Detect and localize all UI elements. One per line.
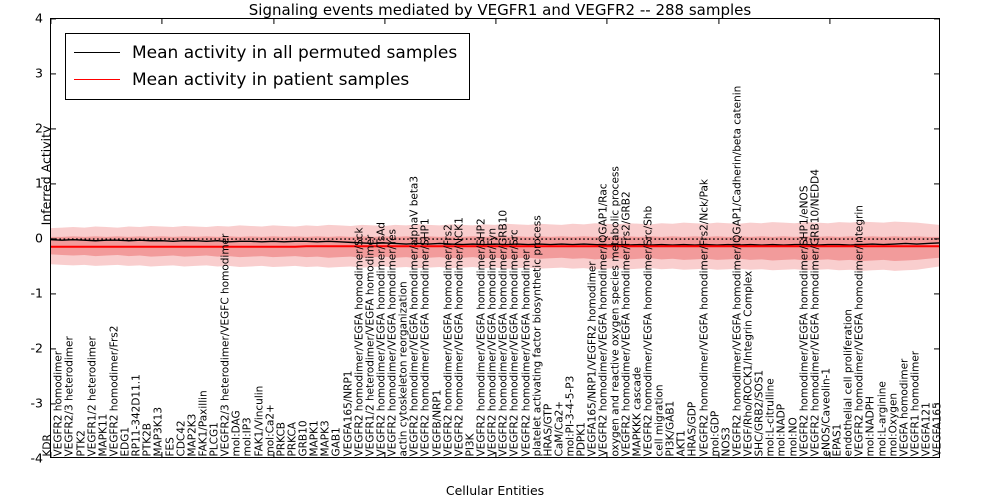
y-axis-tick-mark xyxy=(51,183,56,185)
x-axis-tick-mark xyxy=(606,19,608,24)
y-axis-tick-label: -1 xyxy=(30,285,43,301)
legend-line-black xyxy=(74,52,120,53)
y-axis-tick-label: 3 xyxy=(35,65,43,81)
legend-label-permuted: Mean activity in all permuted samples xyxy=(132,42,458,63)
y-axis-tick-mark xyxy=(934,348,939,350)
x-axis-tick-mark xyxy=(272,19,275,24)
legend-label-patient: Mean activity in patient samples xyxy=(132,69,410,90)
y-axis-tick-mark xyxy=(51,293,56,295)
y-axis-tick-mark xyxy=(51,19,56,20)
x-axis-tick-mark xyxy=(495,19,497,24)
y-axis-tick-mark xyxy=(934,183,939,185)
x-axis-tick-mark xyxy=(51,19,52,24)
y-axis-tick-mark xyxy=(51,238,56,240)
x-axis-tick-mark xyxy=(717,452,720,457)
legend-item-permuted: Mean activity in all permuted samples xyxy=(74,39,457,66)
chart-legend: Mean activity in all permuted samples Me… xyxy=(65,33,471,100)
chart-title: Signaling events mediated by VEGFR1 and … xyxy=(248,1,752,19)
x-axis-tick-mark xyxy=(384,452,386,457)
y-axis-tick-mark xyxy=(51,73,56,75)
x-axis-tick-mark xyxy=(829,452,831,457)
x-axis-tick-mark xyxy=(161,452,163,457)
legend-item-patient: Mean activity in patient samples xyxy=(74,66,457,93)
confidence-band-inner xyxy=(51,236,939,261)
y-axis-tick-label: -2 xyxy=(30,340,43,356)
plot-area: Mean activity in all permuted samples Me… xyxy=(50,18,940,458)
x-axis-tick-mark xyxy=(606,452,608,457)
x-axis-label: Cellular Entities xyxy=(445,483,545,498)
series-line-patient xyxy=(51,246,939,247)
y-axis-tick-mark xyxy=(934,128,939,130)
y-axis-tick-mark xyxy=(934,19,939,20)
x-axis-tick-mark xyxy=(829,19,831,24)
x-axis-tick-mark xyxy=(384,19,386,24)
y-axis-tick-mark xyxy=(51,128,56,130)
y-axis-tick-mark xyxy=(51,348,56,350)
x-axis-tick-mark xyxy=(717,19,720,24)
y-axis-tick-mark xyxy=(934,403,939,405)
y-axis-tick-mark xyxy=(934,73,939,75)
y-axis-tick-label: 4 xyxy=(35,10,43,26)
y-axis-tick-mark xyxy=(934,238,939,240)
legend-line-red xyxy=(74,79,120,80)
x-axis-tick-mark xyxy=(161,19,163,24)
y-axis-tick-label: 0 xyxy=(35,230,43,246)
y-axis-tick-label: -4 xyxy=(30,450,43,466)
y-axis-tick-label: 2 xyxy=(35,120,43,136)
y-axis-tick-label: 1 xyxy=(35,175,43,191)
y-axis-tick-label: -3 xyxy=(30,395,43,411)
y-axis-tick-mark xyxy=(934,293,939,295)
x-axis-tick-mark xyxy=(51,452,52,457)
y-axis-tick-mark xyxy=(51,403,56,405)
x-axis-tick-mark xyxy=(495,452,497,457)
x-axis-tick-mark xyxy=(272,452,275,457)
series-line-permuted xyxy=(51,240,939,245)
series-canvas xyxy=(51,221,939,271)
